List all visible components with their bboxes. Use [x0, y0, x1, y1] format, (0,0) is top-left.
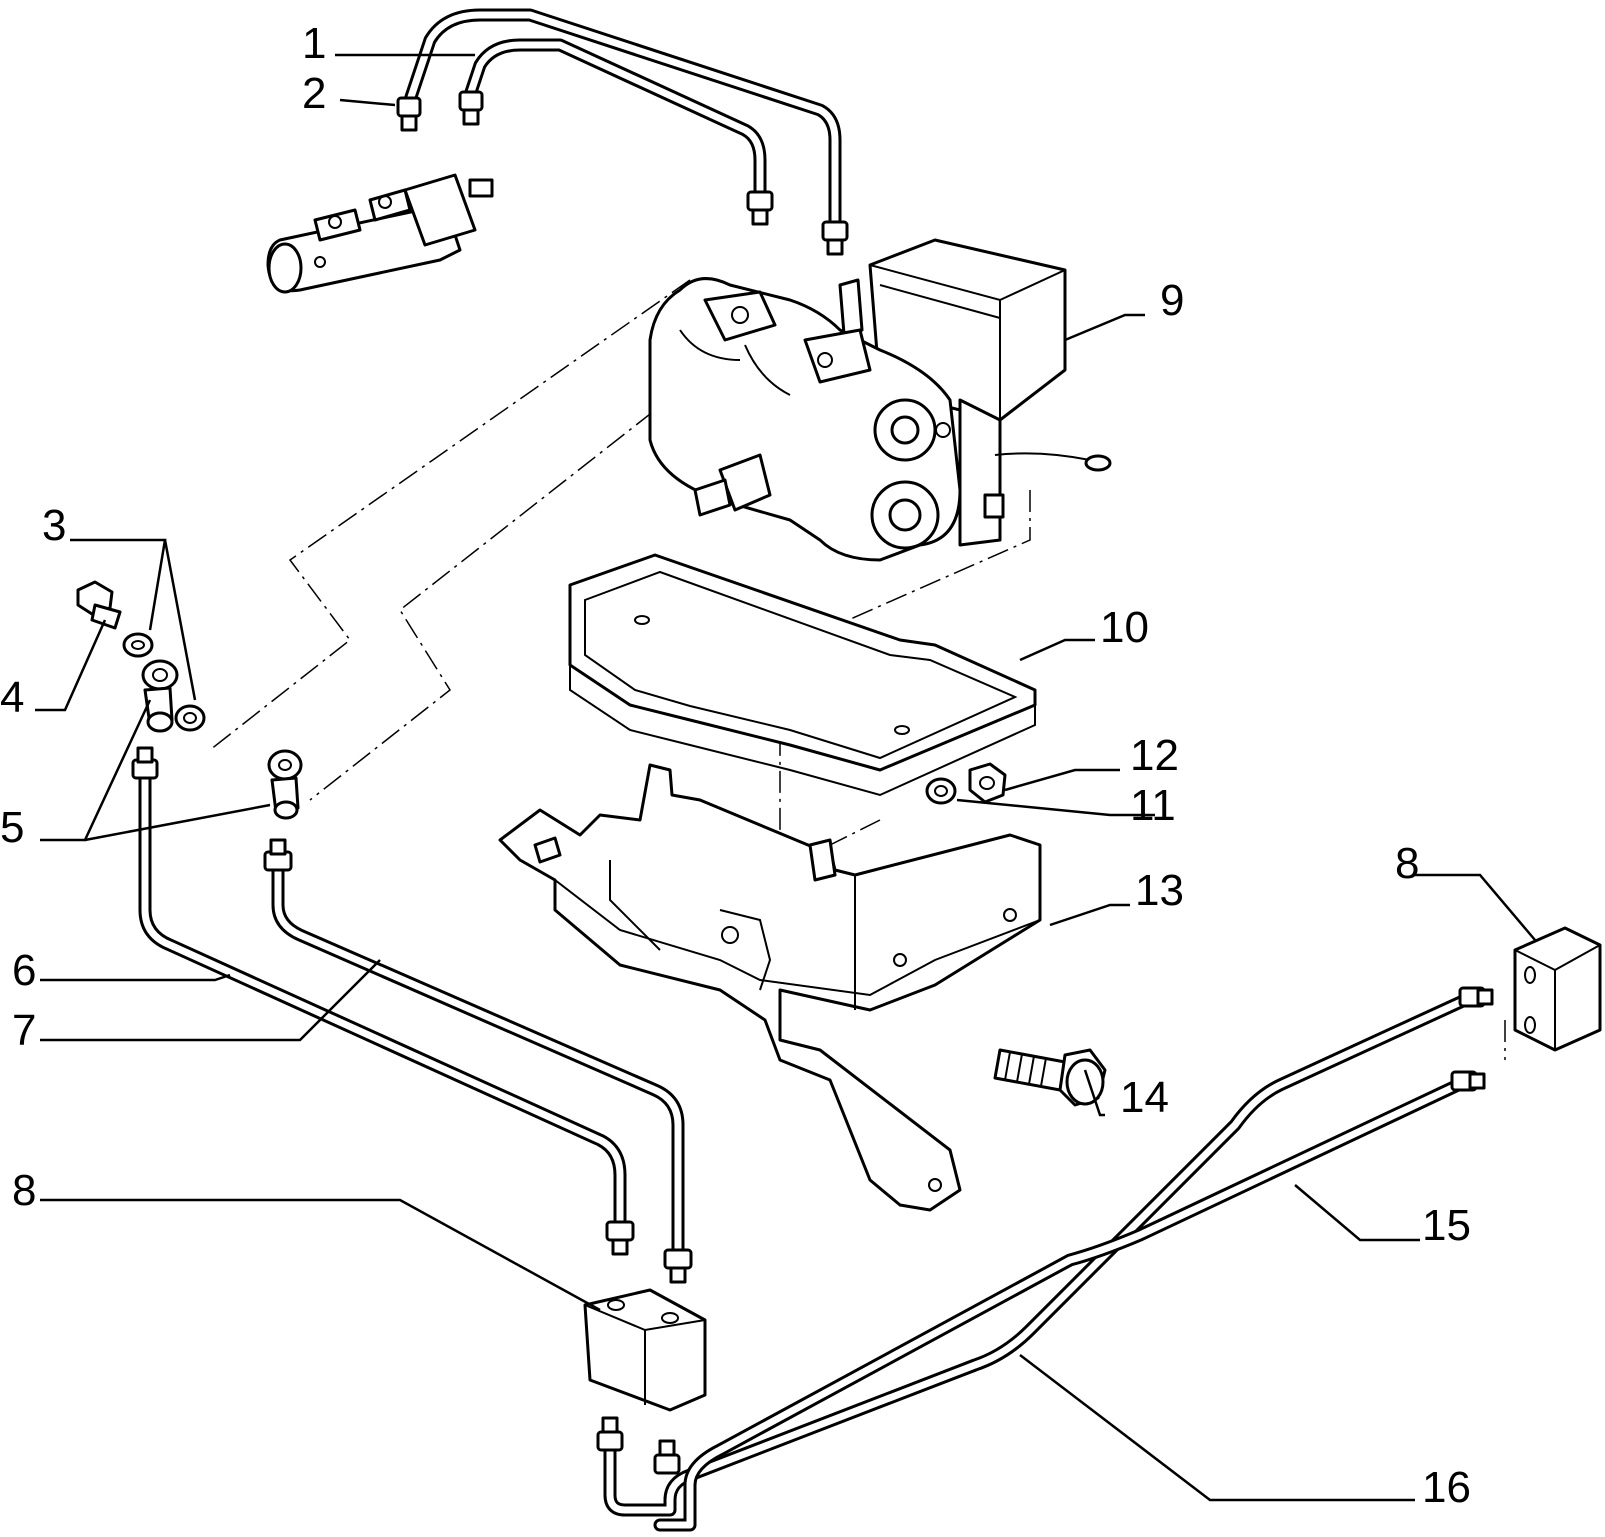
mounting-bracket [498, 763, 1042, 1212]
pipe-fitting [605, 1220, 635, 1256]
callout-9: 9 [1160, 276, 1184, 325]
nut [968, 762, 1007, 804]
banjo-union [141, 659, 179, 733]
callout-8-right: 8 [1395, 839, 1419, 888]
junction-block [583, 1288, 707, 1412]
pipe-fitting [1450, 1070, 1486, 1092]
callout-4: 4 [0, 673, 24, 722]
callout-7: 7 [12, 1006, 36, 1055]
pipe-fitting [653, 1439, 681, 1475]
pipe-fitting [1458, 986, 1494, 1008]
callout-numbers: 1 2 3 4 5 6 7 8 8 9 10 11 12 13 14 15 16 [0, 19, 1471, 1512]
abs-hydraulic-unit [648, 238, 1112, 562]
callout-16: 16 [1422, 1463, 1471, 1512]
leader-lines [35, 53, 1536, 1502]
callout-3: 3 [42, 501, 66, 550]
pipe-fitting [596, 1416, 624, 1452]
mounting-pad [568, 553, 1037, 797]
pipe-fitting [746, 190, 774, 226]
pipe-fitting [821, 220, 849, 256]
pipe-fitting [263, 838, 293, 872]
bracket-bolt [993, 1048, 1107, 1107]
callout-15: 15 [1422, 1201, 1471, 1250]
pipe-fitting [396, 96, 422, 132]
callout-8-left: 8 [12, 1166, 36, 1215]
right-brake-pipes [596, 986, 1494, 1532]
pipe-fitting [663, 1248, 693, 1284]
callout-13: 13 [1135, 866, 1184, 915]
banjo-union [267, 749, 303, 820]
upper-brake-pipes [396, 8, 849, 256]
pipe-fitting [131, 746, 159, 780]
callout-6: 6 [12, 946, 36, 995]
washer [925, 777, 957, 805]
sealing-washer [174, 704, 206, 732]
callout-12: 12 [1130, 731, 1179, 780]
pipe-fitting [458, 90, 484, 126]
callout-11: 11 [1130, 781, 1176, 830]
callout-10: 10 [1100, 603, 1149, 652]
callout-14: 14 [1120, 1073, 1169, 1122]
banjo-bolt [76, 580, 122, 630]
callout-1: 1 [302, 19, 326, 68]
callout-5: 5 [0, 803, 24, 852]
master-cylinder [266, 173, 494, 294]
callout-2: 2 [302, 69, 326, 118]
sealing-washer [122, 632, 154, 658]
junction-block [1513, 926, 1602, 1052]
left-brake-pipes [131, 746, 693, 1284]
